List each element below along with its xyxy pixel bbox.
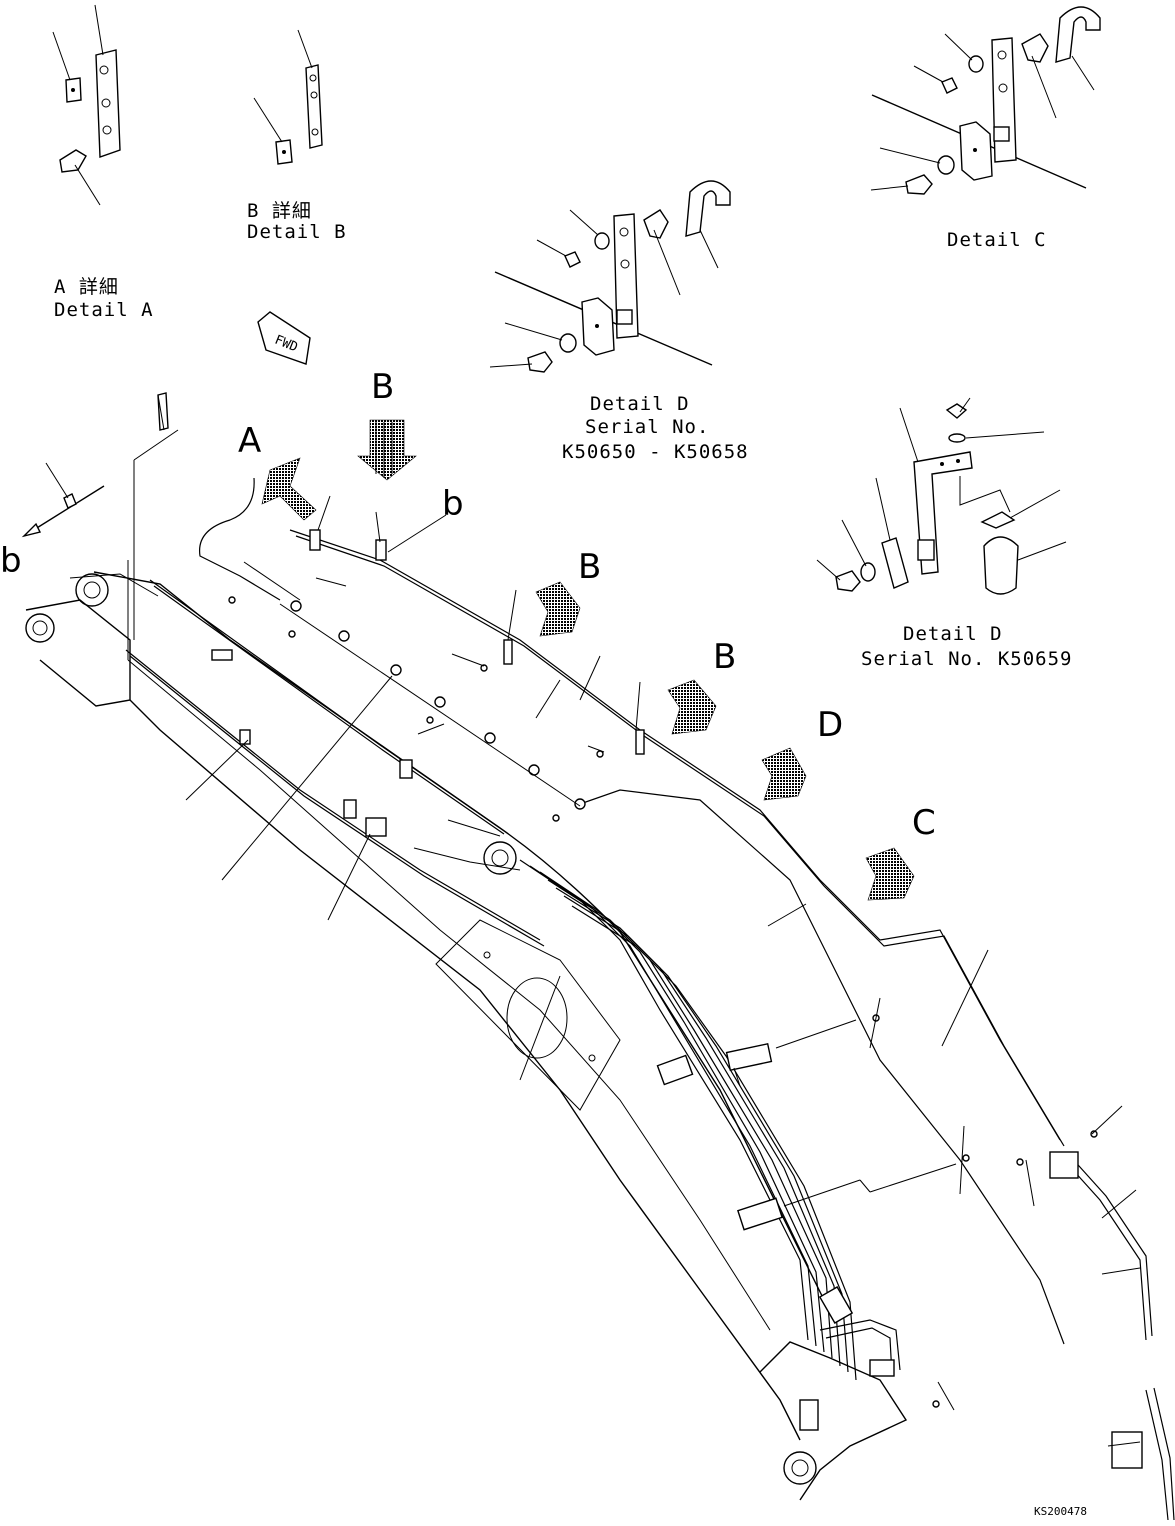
view-letter-small-b-top: b <box>442 484 464 524</box>
view-letter-a: A <box>238 421 261 461</box>
view-letter-small-b-left: b <box>0 541 22 581</box>
detail-d-early-range: K50650 - K50658 <box>562 441 749 463</box>
fwd-arrow-icon: FWD <box>257 311 311 365</box>
detail-d-late-assembly: Detail D Serial No. K50659 <box>816 397 1072 670</box>
detail-d-late-serial: Serial No. K50659 <box>861 648 1072 670</box>
detail-a-assembly: A 詳細 Detail A <box>52 4 154 321</box>
view-arrow-b-mid-icon: B <box>535 547 601 637</box>
view-arrow-d-icon: D <box>761 705 843 801</box>
view-letter-d: D <box>817 705 843 745</box>
detail-c-assembly: Detail C <box>870 6 1101 251</box>
detail-d-early-title: Detail D <box>590 393 690 415</box>
view-letter-b-top: B <box>371 367 394 407</box>
section-b-marker-top: b <box>387 484 464 553</box>
boom-structure <box>25 392 908 1501</box>
detail-a-label: Detail A <box>54 299 154 321</box>
view-arrow-a-icon: A <box>238 421 317 521</box>
pipe-clamps <box>211 529 1143 1469</box>
view-arrow-c-icon: C <box>865 803 936 901</box>
detail-b-jp-label: B 詳細 <box>247 200 312 222</box>
hydraulic-piping <box>125 477 1175 1521</box>
detail-a-jp-label: A 詳細 <box>54 276 119 298</box>
drawing-code: KS200478 <box>1034 1505 1087 1518</box>
view-letter-b-right: B <box>713 637 736 677</box>
detail-b-assembly: B 詳細 Detail B <box>247 29 347 243</box>
exploded-hardware <box>228 561 1098 1408</box>
view-arrow-b-top-icon: B <box>357 367 417 481</box>
view-arrow-b-right-icon: B <box>667 637 736 735</box>
detail-d-early-assembly: Detail D Serial No. K50650 - K50658 <box>489 180 749 463</box>
detail-d-early-serial: Serial No. <box>585 416 709 438</box>
detail-c-label: Detail C <box>947 229 1047 251</box>
view-letter-b-mid: B <box>578 547 601 587</box>
section-b-marker-left: b <box>0 462 105 581</box>
detail-b-label: Detail B <box>247 221 347 243</box>
leader-lines <box>185 495 1141 1447</box>
view-letter-c: C <box>912 803 936 843</box>
detail-d-late-title: Detail D <box>903 623 1003 645</box>
